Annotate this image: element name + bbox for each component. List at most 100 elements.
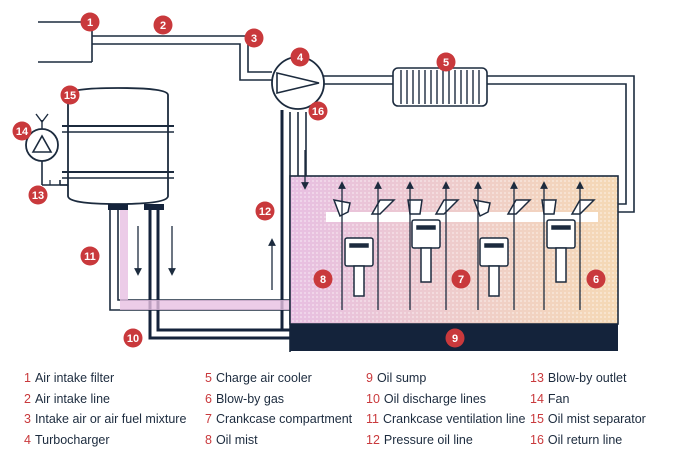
crankcase-ventilation-line-outer — [109, 210, 290, 311]
legend-label: Crankcase compartment — [215, 412, 353, 426]
svg-text:5: 5 — [443, 57, 449, 69]
svg-text:8: 8 — [320, 274, 326, 286]
badge-4: 4 — [290, 47, 310, 67]
svg-text:16: 16 — [312, 106, 324, 118]
cylinder-4 — [541, 199, 596, 283]
badge-7: 7 — [451, 269, 471, 289]
legend-number: 5 — [205, 371, 212, 385]
legend-label: Oil mist — [215, 432, 258, 447]
legend-number: 15 — [530, 412, 544, 426]
legend-number: 3 — [24, 412, 31, 426]
legend-number: 6 — [205, 391, 212, 406]
ventilation-mist-strip — [120, 300, 290, 310]
legend-number: 4 — [24, 432, 31, 447]
badge-3: 3 — [244, 28, 264, 48]
legend-label: Blow-by outlet — [547, 371, 627, 385]
flow-arrows — [134, 150, 584, 310]
legend-label: Oil sump — [376, 371, 427, 385]
oil-discharge-line-a — [148, 210, 290, 340]
legend-number: 11 — [366, 412, 379, 426]
air-intake-line-lower — [92, 43, 272, 81]
svg-text:4: 4 — [297, 52, 304, 64]
svg-text:3: 3 — [251, 33, 257, 45]
svg-text:2: 2 — [160, 20, 166, 32]
badge-13: 13 — [28, 185, 48, 205]
legend-label: Oil discharge lines — [383, 391, 487, 406]
legend-label: Charge air cooler — [215, 371, 312, 385]
svg-text:15: 15 — [64, 90, 76, 102]
ventilation-mist-vertical — [120, 210, 128, 300]
badge-15: 15 — [60, 85, 80, 105]
svg-text:1: 1 — [87, 17, 93, 29]
legend-number: 8 — [205, 432, 212, 447]
legend-number: 12 — [366, 432, 380, 447]
svg-text:7: 7 — [458, 274, 464, 286]
svg-text:11: 11 — [84, 251, 96, 263]
legend-number: 7 — [205, 412, 212, 426]
legend-number: 9 — [366, 371, 373, 385]
badge-9: 9 — [445, 328, 465, 348]
oil-mist-texture — [290, 176, 618, 324]
legend-label: Air intake filter — [34, 371, 115, 385]
legend-label: Oil mist separator — [547, 412, 646, 426]
air-intake-line-upper — [92, 35, 272, 73]
badge-11: 11 — [80, 246, 100, 266]
crankcase-ventilation-diagram: 1 2 3 4 5 6 7 8 9 10 11 12 13 14 15 16 — [12, 12, 635, 352]
legend-number: 10 — [366, 391, 380, 406]
legend-label: Intake air or air fuel mixture — [34, 412, 187, 426]
legend-number: 1 — [24, 371, 31, 385]
cylinder-2 — [407, 199, 460, 283]
oil-mist-separator — [62, 87, 174, 210]
charge-air-cooler — [392, 67, 488, 107]
badge-12: 12 — [255, 201, 275, 221]
legend-number: 16 — [530, 432, 544, 447]
badge-14: 14 — [12, 121, 32, 141]
svg-text:13: 13 — [32, 190, 44, 202]
svg-text:10: 10 — [127, 333, 139, 345]
badge-10: 10 — [123, 328, 143, 348]
svg-text:12: 12 — [259, 206, 271, 218]
badges: 1 2 3 4 5 6 7 8 9 10 11 12 13 14 15 16 — [12, 12, 606, 348]
legend-label: Crankcase ventilation line — [382, 412, 526, 426]
legend-label: Air intake line — [34, 391, 110, 406]
legend-number: 14 — [530, 391, 544, 406]
legend-number: 13 — [530, 371, 544, 385]
svg-text:9: 9 — [452, 333, 458, 345]
badge-6: 6 — [586, 269, 606, 289]
badge-16: 16 — [308, 101, 328, 121]
crankcase-ventilation-line-inner — [117, 210, 290, 301]
svg-text:6: 6 — [593, 274, 599, 286]
fan-icon — [25, 113, 68, 186]
badge-8: 8 — [313, 269, 333, 289]
legend-label: Turbocharger — [34, 432, 110, 447]
badge-2: 2 — [153, 15, 173, 35]
legend-label: Oil return line — [547, 432, 623, 447]
manifold-interior — [326, 212, 598, 222]
oil-discharge-line-b — [156, 210, 290, 332]
legend-label: Pressure oil line — [383, 432, 473, 447]
svg-text:14: 14 — [16, 126, 29, 138]
badge-5: 5 — [436, 52, 456, 72]
legend-number: 2 — [24, 391, 31, 406]
